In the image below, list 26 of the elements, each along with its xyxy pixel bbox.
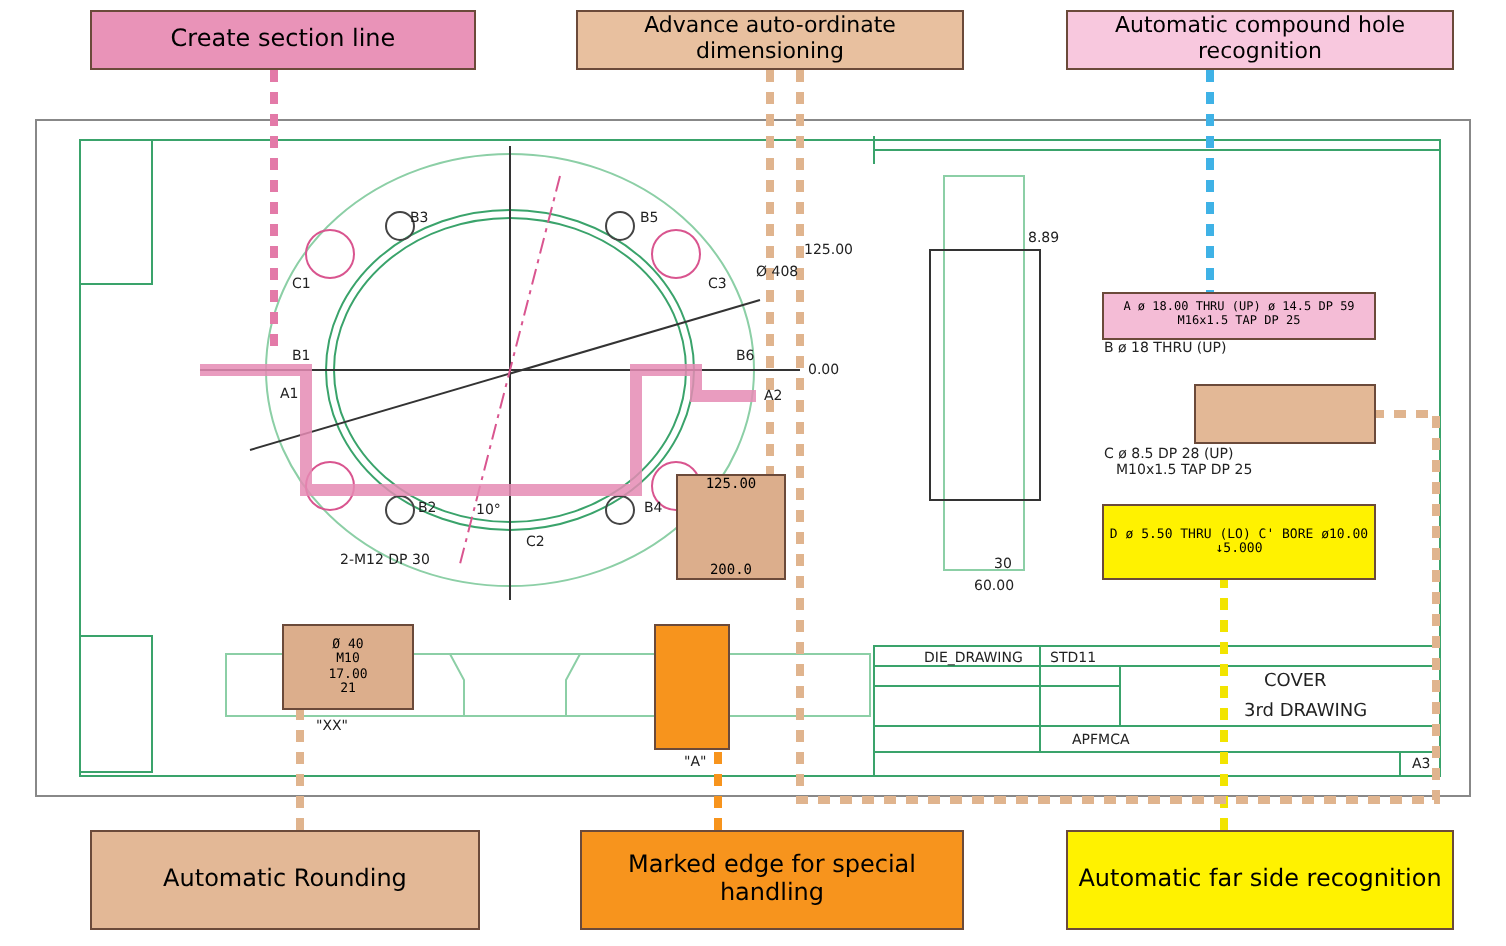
highlight-box: [282, 624, 414, 710]
hole-table-box: [1102, 292, 1376, 340]
callout-text: Marked edge for special handling: [626, 852, 918, 908]
leader-line: [766, 70, 774, 474]
leader-line: [1220, 580, 1228, 830]
callout-box: [1066, 10, 1454, 70]
callout-text: Advance auto-ordinate dimensioning: [642, 14, 898, 66]
highlight-box: [1194, 384, 1376, 444]
callout-text: Automatic far side recognition: [1078, 866, 1442, 894]
drawing-label: COVER: [1264, 674, 1327, 692]
callout-box: [90, 10, 476, 70]
callout-box: [580, 830, 964, 930]
callout-text: Automatic compound hole recognition: [1112, 14, 1408, 66]
leader-line: [714, 750, 722, 830]
drawing-label: 3rd DRAWING: [1244, 704, 1368, 722]
leader-line: [296, 710, 304, 830]
callout-box: [90, 830, 480, 930]
callout-box: [1066, 830, 1454, 930]
highlight-box: [654, 624, 730, 750]
callout-text: Automatic Rounding: [163, 866, 407, 894]
hole-table-box: [1102, 504, 1376, 580]
callout-text: Create section line: [170, 26, 396, 54]
highlight-box: [676, 474, 786, 580]
leader-line: [1206, 70, 1214, 292]
leader-line: [796, 70, 1440, 804]
callout-box: [576, 10, 964, 70]
